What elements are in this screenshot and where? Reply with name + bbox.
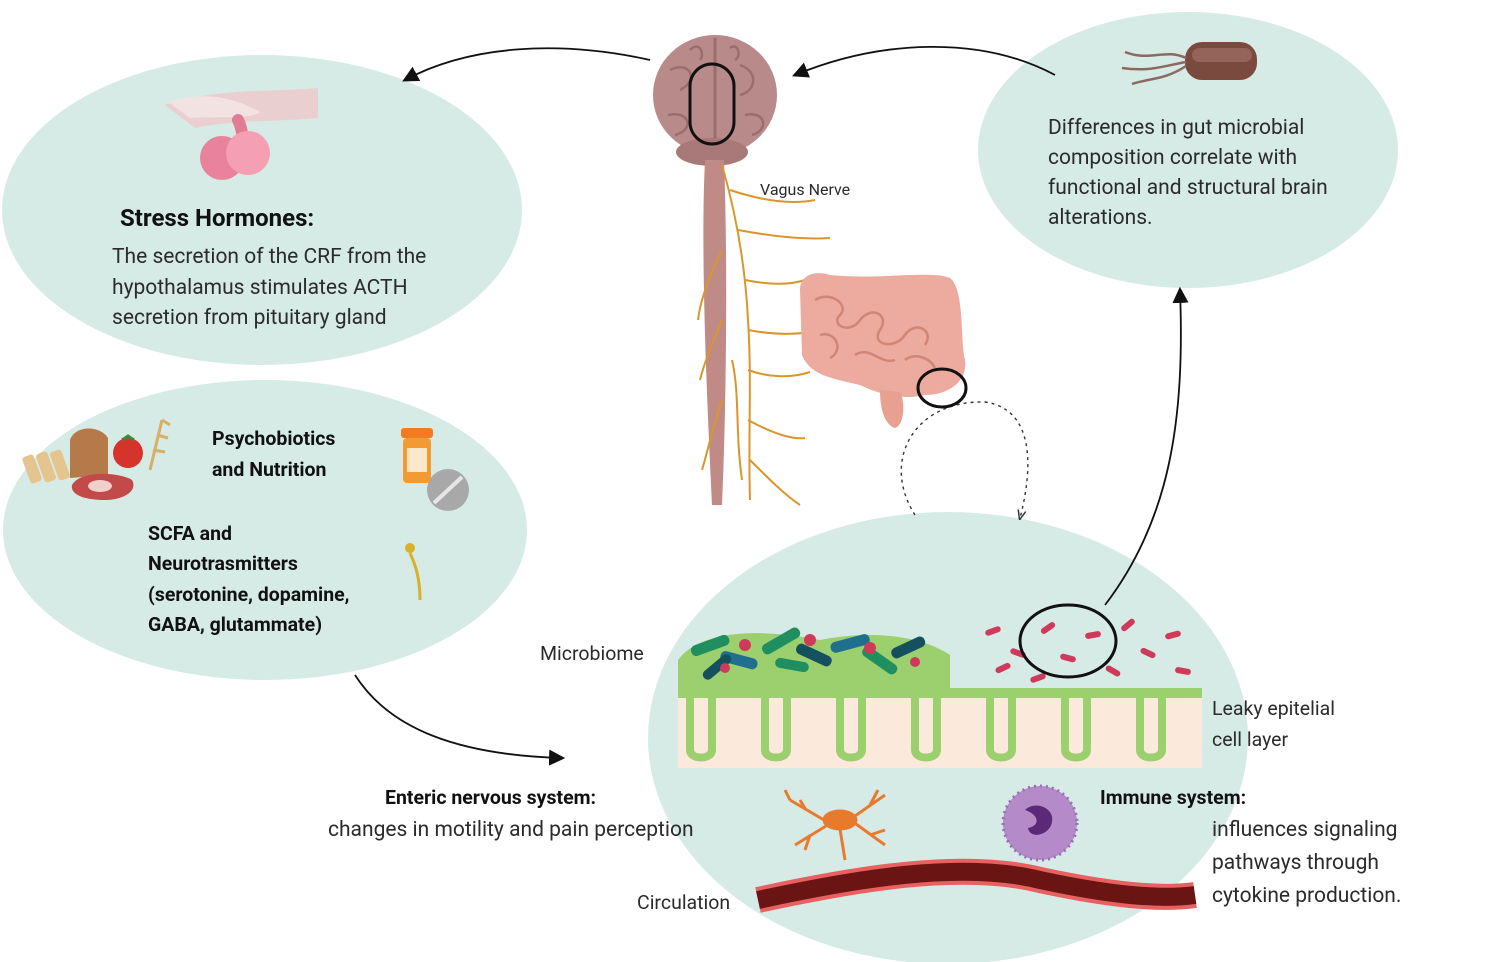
- pituitary-gland-icon: [165, 88, 318, 180]
- bacteria-cluster: [690, 627, 926, 680]
- vagus-nerve-label: Vagus Nerve: [760, 180, 851, 199]
- vagus-nerve-icon: [697, 164, 831, 506]
- immune-title: Immune system:: [1100, 786, 1247, 809]
- arrow-nutrition-to-gut: [354, 674, 566, 766]
- stress-line-2: hypothalamus stimulates ACTH: [112, 276, 408, 300]
- microbial-line-3: functional and structural brain: [1048, 176, 1328, 200]
- leaky-line-1: Leaky epitelial: [1212, 697, 1335, 720]
- stress-bubble: [2, 55, 522, 365]
- intestine-icon: [800, 273, 968, 428]
- circulation-label: Circulation: [637, 891, 731, 914]
- arrow-microbial-to-brain: [792, 45, 1056, 78]
- dashed-loop-arrow: [900, 401, 1029, 518]
- immune-line-3: cytokine production.: [1212, 884, 1402, 908]
- food-icon: [22, 418, 171, 500]
- epithelial-layer: [678, 688, 1202, 768]
- bacterium-icon: [1121, 42, 1257, 86]
- enteric-title: Enteric nervous system:: [385, 786, 596, 809]
- intestine-highlight-circle: [916, 367, 968, 409]
- blood-vessel-icon: [755, 858, 1197, 913]
- immune-line-2: pathways through: [1212, 851, 1379, 875]
- nutrition-title-line-2: and Nutrition: [212, 458, 327, 481]
- stress-title: Stress Hormones:: [120, 204, 315, 232]
- arrow-gut-to-microbial: [1104, 286, 1189, 606]
- microbial-line-4: alterations.: [1048, 206, 1153, 230]
- microbial-line-1: Differences in gut microbial: [1048, 116, 1305, 140]
- microbial-bubble: [978, 12, 1398, 288]
- brain-icon: [653, 35, 777, 505]
- stress-line-1: The secretion of the CRF from the: [112, 245, 427, 269]
- microbiome-label: Microbiome: [540, 642, 644, 665]
- brain-highlight-circle: [688, 62, 736, 146]
- immune-line-1: influences signaling: [1212, 818, 1398, 842]
- scfa-line-4: GABA, glutammate): [148, 613, 323, 636]
- pill-bottle-icon: [401, 428, 469, 511]
- molecule-icon: [405, 543, 422, 601]
- immune-cell-icon: [1001, 784, 1079, 862]
- scfa-line-1: SCFA and: [148, 522, 232, 545]
- scfa-line-2: Neurotrasmitters: [148, 552, 298, 575]
- nutrition-title-line-1: Psychobiotics: [212, 427, 336, 450]
- neuron-icon: [783, 789, 886, 861]
- leaky-highlight-circle: [1018, 603, 1118, 679]
- scfa-line-3: (serotonine, dopamine,: [148, 583, 350, 606]
- microbiome-layer: [678, 603, 1191, 690]
- arrow-brain-to-stress: [402, 47, 651, 82]
- leaky-bacteria: [985, 618, 1191, 683]
- stress-line-3: secretion from pituitary gland: [112, 306, 387, 330]
- microbial-line-2: composition correlate with: [1048, 146, 1298, 170]
- leaky-line-2: cell layer: [1212, 728, 1289, 751]
- enteric-text: changes in motility and pain perception: [328, 818, 694, 842]
